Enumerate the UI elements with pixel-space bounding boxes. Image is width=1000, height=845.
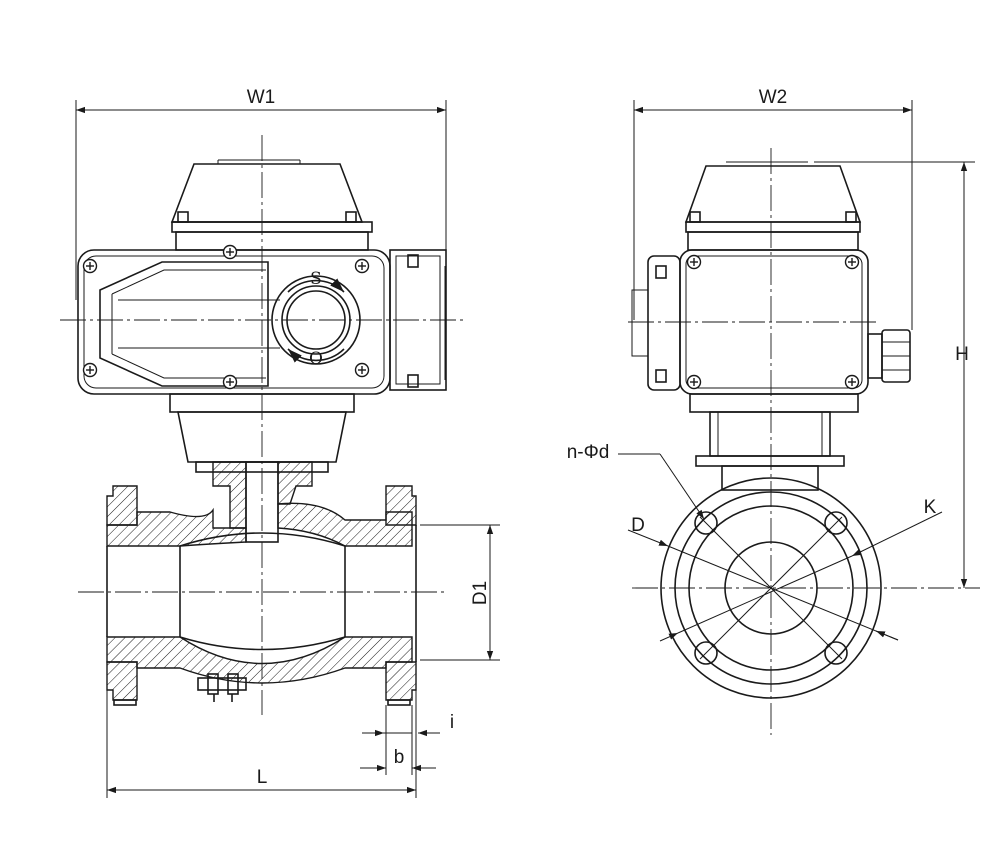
dial-label-o: O [309,349,323,369]
dimension-w1: W1 [75,87,447,300]
label-i: i [450,712,454,733]
label-n-phi-d: n-Φd [567,442,610,463]
label-k: K [924,497,937,518]
label-w1: W1 [247,87,276,108]
dial-label-s: S [310,269,322,289]
label-h: H [955,344,969,365]
dimension-bolt-holes: n-Φd [567,442,705,520]
label-d1: D1 [470,581,491,605]
dimension-d-k: D K [627,497,943,642]
position-indicator-dial: S O [271,269,361,369]
dimension-d1: D1 [420,524,500,661]
drain-bolt [197,673,247,702]
label-l: L [257,767,268,788]
mounting-bracket-side [689,393,859,491]
dimension-w2: W2 [633,87,913,330]
dimension-i-b: i b [360,705,454,775]
valve-neck-section [212,461,313,543]
side-view: W2 H D K n-Φd [567,87,980,735]
cable-gland [867,329,911,383]
label-b: b [394,747,405,768]
actuator-cover-side [684,161,862,251]
valve-body-section [106,485,417,706]
dimension-l: L [106,662,417,798]
label-d: D [631,515,645,536]
front-view: S O [60,87,500,798]
actuator-cover-front [170,159,373,251]
dimension-h: H [814,161,975,588]
label-w2: W2 [759,87,788,108]
